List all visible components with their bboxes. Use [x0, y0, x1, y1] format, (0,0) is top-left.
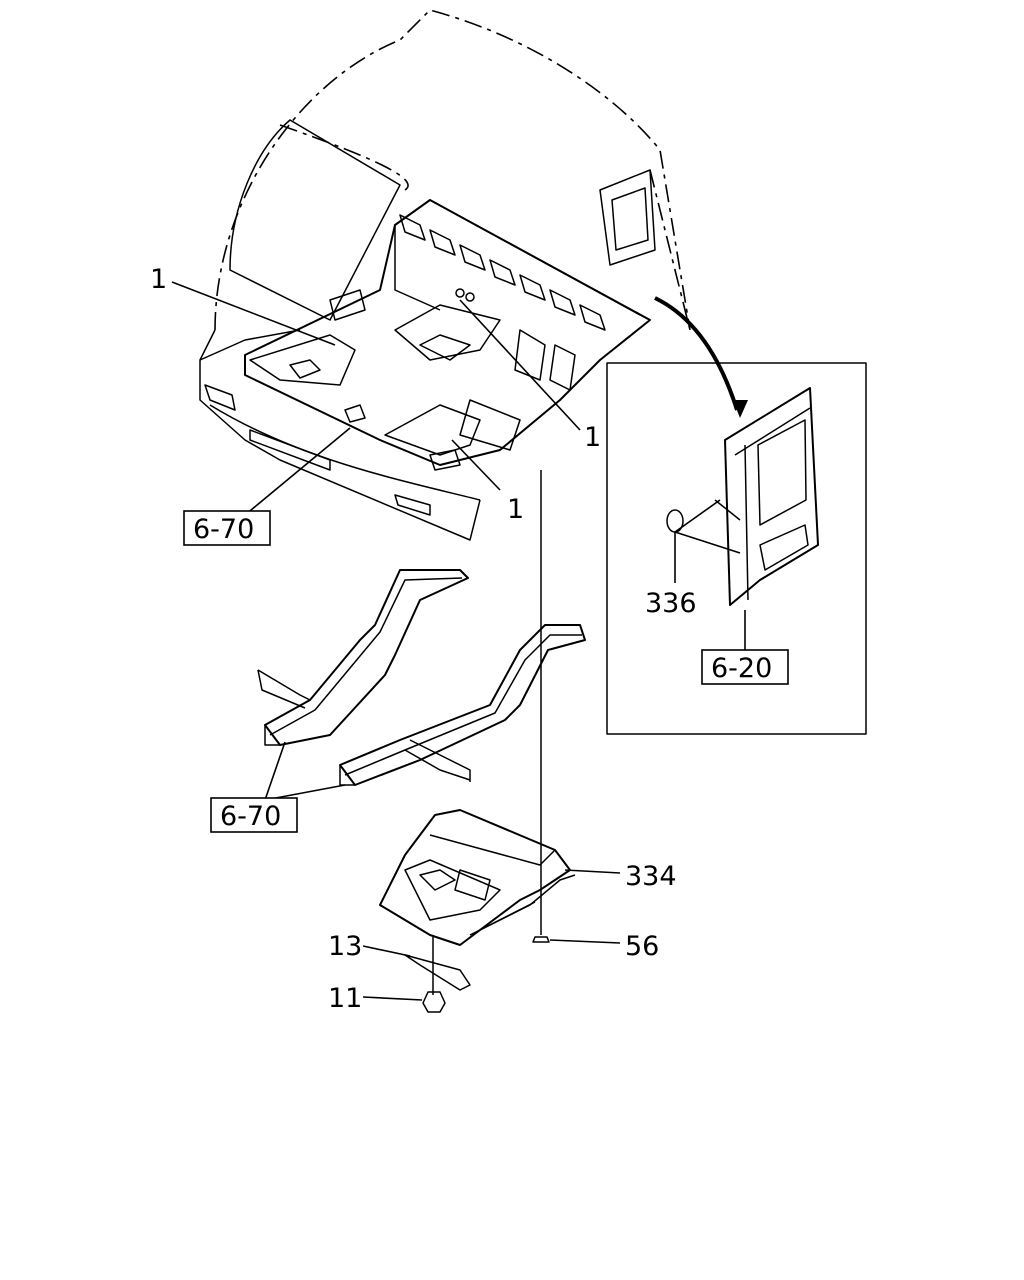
- bracket-assembly-334: [379, 809, 576, 946]
- nut-11: [422, 991, 446, 1013]
- callout-1-lower: 1: [507, 494, 524, 525]
- callout-336: 336: [645, 588, 697, 619]
- cab-body-outline: [199, 9, 691, 541]
- callout-1-right: 1: [584, 422, 601, 453]
- ref-label-6-20: 6-20: [711, 653, 772, 684]
- plate-13: [404, 954, 471, 991]
- ref-label-6-70-bottom: 6-70: [220, 801, 281, 832]
- bolt-56: [532, 470, 550, 943]
- callout-11: 11: [328, 983, 362, 1014]
- rear-panel-detail: [666, 387, 819, 606]
- callout-56: 56: [625, 931, 659, 962]
- callout-334: 334: [625, 861, 677, 892]
- frame-rail-left: [257, 569, 469, 746]
- ref-label-6-70-top: 6-70: [193, 514, 254, 545]
- floor-panel: [244, 199, 651, 471]
- callout-1-left: 1: [150, 264, 167, 295]
- callout-13: 13: [328, 931, 362, 962]
- ref-box-6-70-bottom: [210, 797, 298, 833]
- leader-lines: [171, 281, 746, 1001]
- ref-box-6-70-top: [183, 510, 271, 546]
- frame-rail-right: [339, 624, 586, 786]
- detail-inset-frame: [606, 296, 867, 735]
- ref-box-6-20: [701, 649, 789, 685]
